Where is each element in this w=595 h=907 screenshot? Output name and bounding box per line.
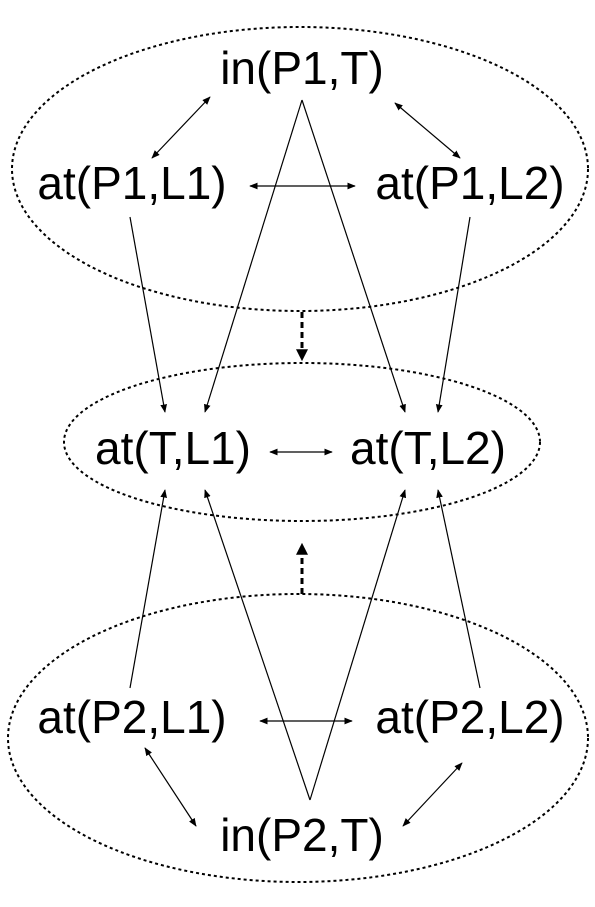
top-group-ellipse [11, 26, 589, 312]
edge-in-p1-t-at-p1-l1 [151, 96, 211, 159]
node-at-p1-l1: at(P1,L1) [37, 157, 226, 209]
edge-in-p1-t-at-t-l1 [204, 99, 303, 413]
edge-in-p2-t-at-p2-l2 [402, 762, 463, 827]
edge-in-p1-t-at-t-l2 [301, 99, 406, 413]
node-at-t-l2: at(T,L2) [350, 422, 506, 474]
edge-at-p2-l2-at-t-l2 [436, 489, 481, 689]
node-at-p2-l2: at(P2,L2) [375, 691, 564, 743]
edge-at-p1-l2-at-t-l2 [435, 216, 471, 413]
middle-group-ellipse [63, 362, 541, 522]
bottom-group-ellipse [7, 593, 589, 883]
edge-in-p2-t-at-p2-l1 [144, 747, 197, 827]
node-at-t-l1: at(T,L1) [95, 422, 251, 474]
edge-in-p1-t-at-p1-l2 [394, 102, 461, 159]
node-in-p1-t: in(P1,T) [220, 42, 384, 94]
edge-in-p2-t-at-t-l1 [204, 489, 311, 801]
node-at-p1-l2: at(P1,L2) [375, 157, 564, 209]
edge-in-p2-t-at-t-l2 [309, 489, 406, 801]
edge-at-p1-l1-at-t-l1 [129, 216, 167, 413]
node-at-p2-l1: at(P2,L1) [37, 691, 226, 743]
edge-at-p2-l1-at-t-l1 [129, 489, 167, 689]
node-in-p2-t: in(P2,T) [220, 809, 384, 861]
